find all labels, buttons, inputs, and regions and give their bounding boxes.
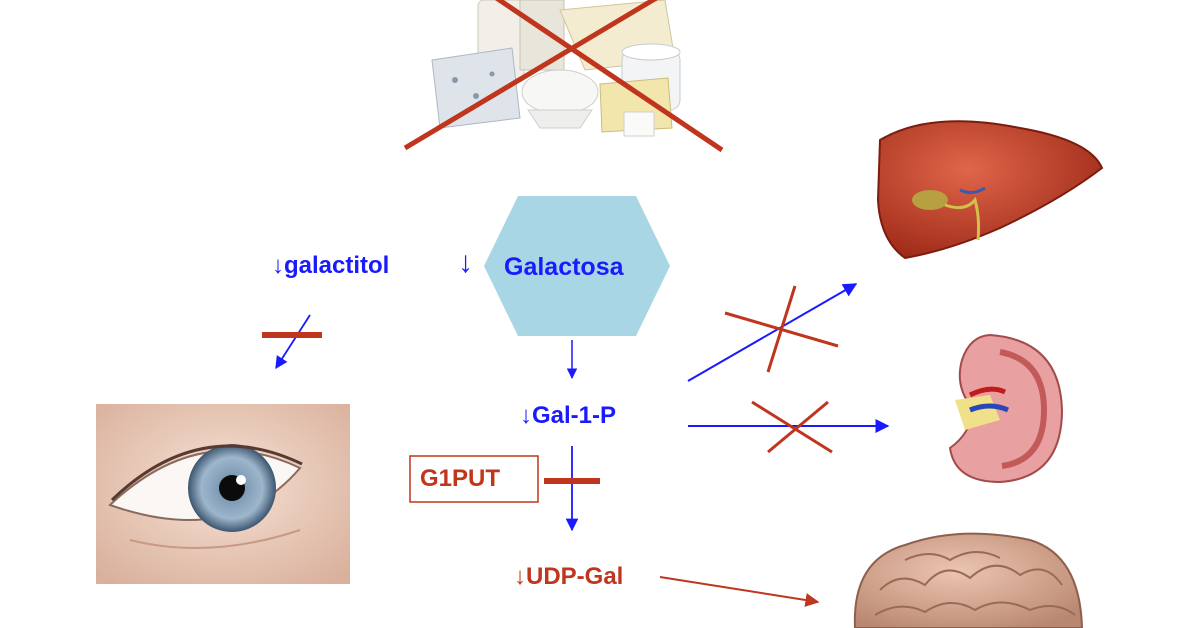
udpgal-label: ↓UDP-Gal [514,563,624,590]
galactitol-to-eye-arrow [275,314,311,370]
galactose-hexagon [484,196,670,336]
galactose-label: Galactosa [504,253,624,281]
gal1p-label: ↓Gal-1-P [520,402,617,429]
liver-picture [876,120,1104,260]
kidney-picture [948,333,1064,484]
enzyme-box [409,455,539,503]
eye-picture [96,404,350,584]
kidney-cross-line [767,400,829,454]
brain-picture [853,532,1084,628]
dairy-cross-line [403,0,658,151]
galactose-decrease-arrow: ↓ [458,246,473,279]
galactitol-label: ↓galactitol [272,252,390,279]
dairy-picture [403,0,724,153]
udpgal-to-brain-arrow [659,576,820,607]
liver-cross-line [766,285,797,373]
enzyme-label: G1PUT [420,465,501,492]
kidney-cross-line [751,400,833,454]
dairy-cross-line [494,0,724,153]
gal1p-to-liver-arrow [687,283,858,382]
